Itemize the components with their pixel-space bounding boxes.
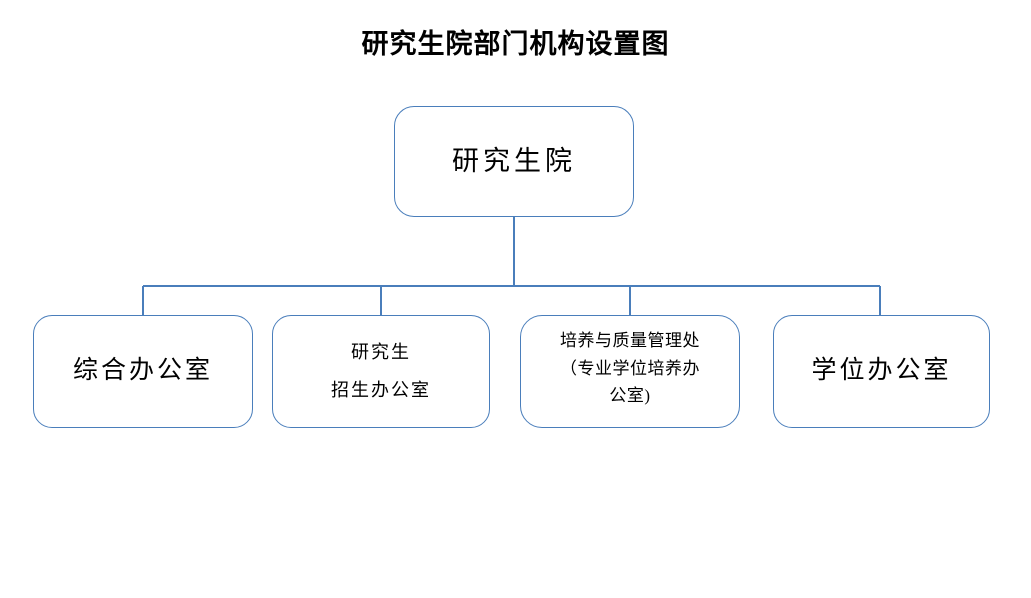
org-node-label: 研究生 招生办公室	[331, 341, 431, 400]
org-node-training-quality-management[interactable]: 培养与质量管理处 （专业学位培养办 公室)	[520, 315, 740, 428]
org-node-label: 学位办公室	[811, 357, 952, 385]
org-node-label: 培养与质量管理处 （专业学位培养办 公室)	[560, 331, 700, 406]
org-node-label: 综合办公室	[72, 357, 213, 385]
org-node-root[interactable]: 研究生院	[394, 106, 634, 217]
org-node-degree-office[interactable]: 学位办公室	[773, 315, 990, 428]
org-node-root-label: 研究生院	[452, 145, 576, 176]
org-node-comprehensive-office[interactable]: 综合办公室	[33, 315, 253, 428]
org-node-admissions-office[interactable]: 研究生 招生办公室	[272, 315, 490, 428]
page-title: 研究生院部门机构设置图	[361, 29, 670, 59]
